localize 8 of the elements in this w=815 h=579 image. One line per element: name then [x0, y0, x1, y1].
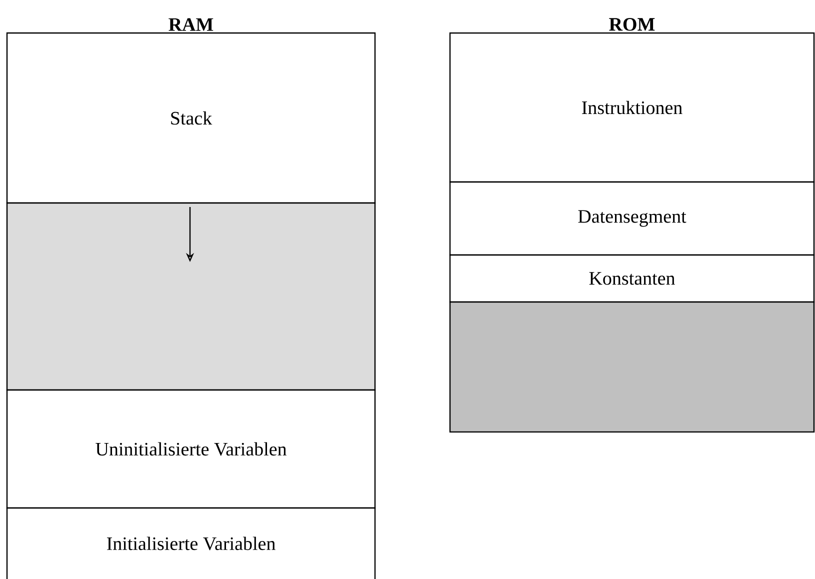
shaded-block — [449, 301, 815, 433]
memory-segment: Uninitialisierte Variablen — [6, 389, 376, 509]
memory-segment: Initialisierte Variablen — [6, 507, 376, 579]
memory-segment: Stack — [6, 32, 376, 204]
memory-segment: Instruktionen — [449, 32, 815, 183]
shaded-block — [6, 202, 376, 391]
memory-segment: Datensegment — [449, 181, 815, 256]
memory-segment: Konstanten — [449, 254, 815, 303]
